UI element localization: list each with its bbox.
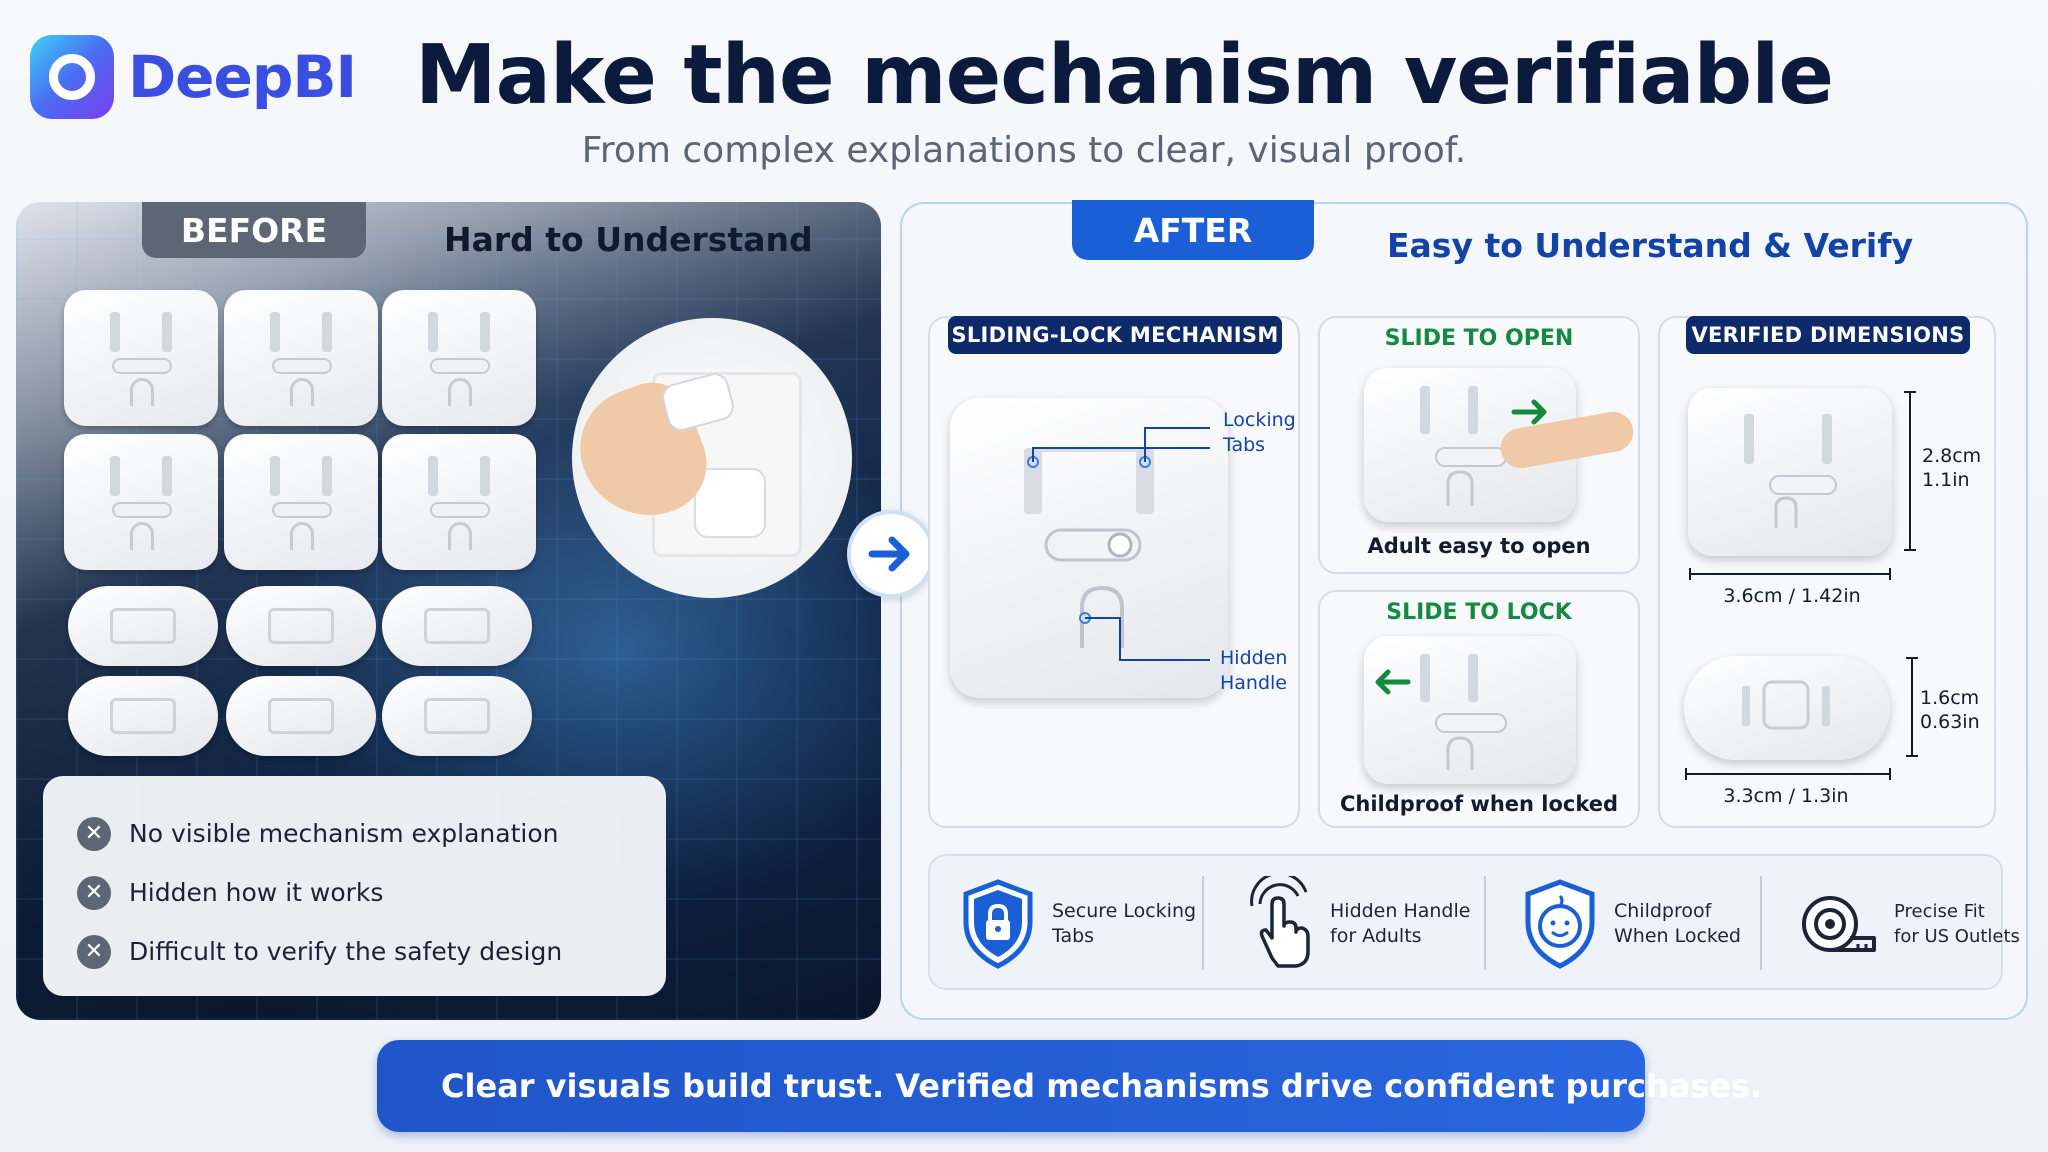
outlet-cover-image: [382, 290, 536, 426]
outlet-cover-image: [64, 434, 218, 570]
slide-open-caption: Adult easy to open: [1367, 534, 1591, 558]
arrow-right-icon: [847, 510, 935, 598]
feature-text: Hidden Handle for Adults: [1330, 900, 1471, 947]
mechanism-title: SLIDING-LOCK MECHANISM: [948, 316, 1282, 354]
large-height-label: 2.8cm 1.1in: [1922, 445, 1982, 491]
outlet-cover-image: [64, 290, 218, 426]
small-width-label: 3.3cm / 1.3in: [1723, 785, 1849, 807]
brand-name: DeepBI: [128, 43, 357, 111]
issue-item: ✕ Difficult to verify the safety design: [77, 922, 632, 981]
feature-text: Secure Locking Tabs: [1052, 900, 1197, 947]
dimensions-title: VERIFIED DIMENSIONS: [1686, 316, 1970, 354]
page-subtitle: From complex explanations to clear, visu…: [581, 130, 1467, 171]
feature-item: Precise Fit for US Outlets: [1800, 876, 2020, 972]
logo-mark-icon: [30, 35, 114, 119]
feature-item: Secure Locking Tabs: [958, 876, 1196, 972]
issue-text: Difficult to verify the safety design: [129, 937, 563, 966]
slide-lock-caption: Childproof when locked: [1339, 792, 1619, 816]
banner-text: Clear visuals build trust. Verified mech…: [441, 1067, 1763, 1105]
x-circle-icon: ✕: [77, 934, 111, 969]
divider: [1484, 876, 1486, 970]
small-cover-image: [1684, 656, 1890, 760]
issue-item: ✕ Hidden how it works: [77, 863, 632, 922]
x-circle-icon: ✕: [77, 816, 111, 851]
outlet-cover-image: [382, 434, 536, 570]
page-title: Make the mechanism verifiable: [415, 28, 1834, 123]
divider: [1202, 876, 1204, 970]
before-panel: BEFORE Hard to Understand ✕ No visible m…: [16, 202, 881, 1020]
oval-cover-image: [226, 586, 376, 666]
feature-item: Childproof When Locked: [1520, 876, 1741, 972]
after-tab: AFTER: [1072, 200, 1314, 260]
slide-lock-title: SLIDE TO LOCK: [1386, 600, 1572, 625]
slide-lock-cover-image: [1364, 636, 1576, 784]
oval-cover-image: [68, 586, 218, 666]
large-cover-image: [1688, 388, 1892, 556]
issue-text: No visible mechanism explanation: [129, 819, 559, 848]
small-height-label: 1.6cm 0.63in: [1920, 687, 1980, 733]
feature-item: Hidden Handle for Adults: [1246, 876, 1470, 972]
baby-shield-icon: [1525, 879, 1595, 969]
before-tab: BEFORE: [142, 202, 366, 258]
label-locking-tabs: Locking Tabs: [1223, 409, 1296, 456]
shield-lock-icon: [963, 879, 1033, 969]
issue-text: Hidden how it works: [129, 878, 384, 907]
issue-item: ✕ No visible mechanism explanation: [77, 804, 632, 863]
after-heading: Easy to Understand & Verify: [1387, 226, 1914, 265]
label-hidden-handle: Hidden Handle: [1220, 647, 1288, 694]
feature-text: Precise Fit for US Outlets: [1894, 901, 2020, 947]
hand-installing-cover-photo: [572, 318, 852, 598]
x-circle-icon: ✕: [77, 875, 111, 910]
outlet-cover-image: [224, 290, 378, 426]
oval-cover-image: [226, 676, 376, 756]
oval-cover-image: [382, 676, 532, 756]
brand-logo: DeepBI: [30, 32, 360, 122]
slide-open-title: SLIDE TO OPEN: [1384, 326, 1574, 351]
outlet-cover-image: [224, 434, 378, 570]
large-width-label: 3.6cm / 1.42in: [1723, 585, 1861, 607]
mechanism-callout-lines: [1032, 427, 1210, 661]
issues-list: ✕ No visible mechanism explanation ✕ Hid…: [43, 776, 666, 996]
before-heading: Hard to Understand: [444, 220, 813, 259]
feature-text: Childproof When Locked: [1614, 900, 1741, 947]
hand-pointer-icon: [1250, 876, 1310, 968]
oval-cover-image: [382, 586, 532, 666]
oval-cover-image: [68, 676, 218, 756]
small-dimension-lines: [1685, 657, 1918, 780]
large-dimension-lines: [1689, 391, 1916, 580]
tape-measure-icon: [1802, 896, 1876, 952]
bottom-banner: Clear visuals build trust. Verified mech…: [377, 1040, 1762, 1132]
divider: [1760, 876, 1762, 970]
